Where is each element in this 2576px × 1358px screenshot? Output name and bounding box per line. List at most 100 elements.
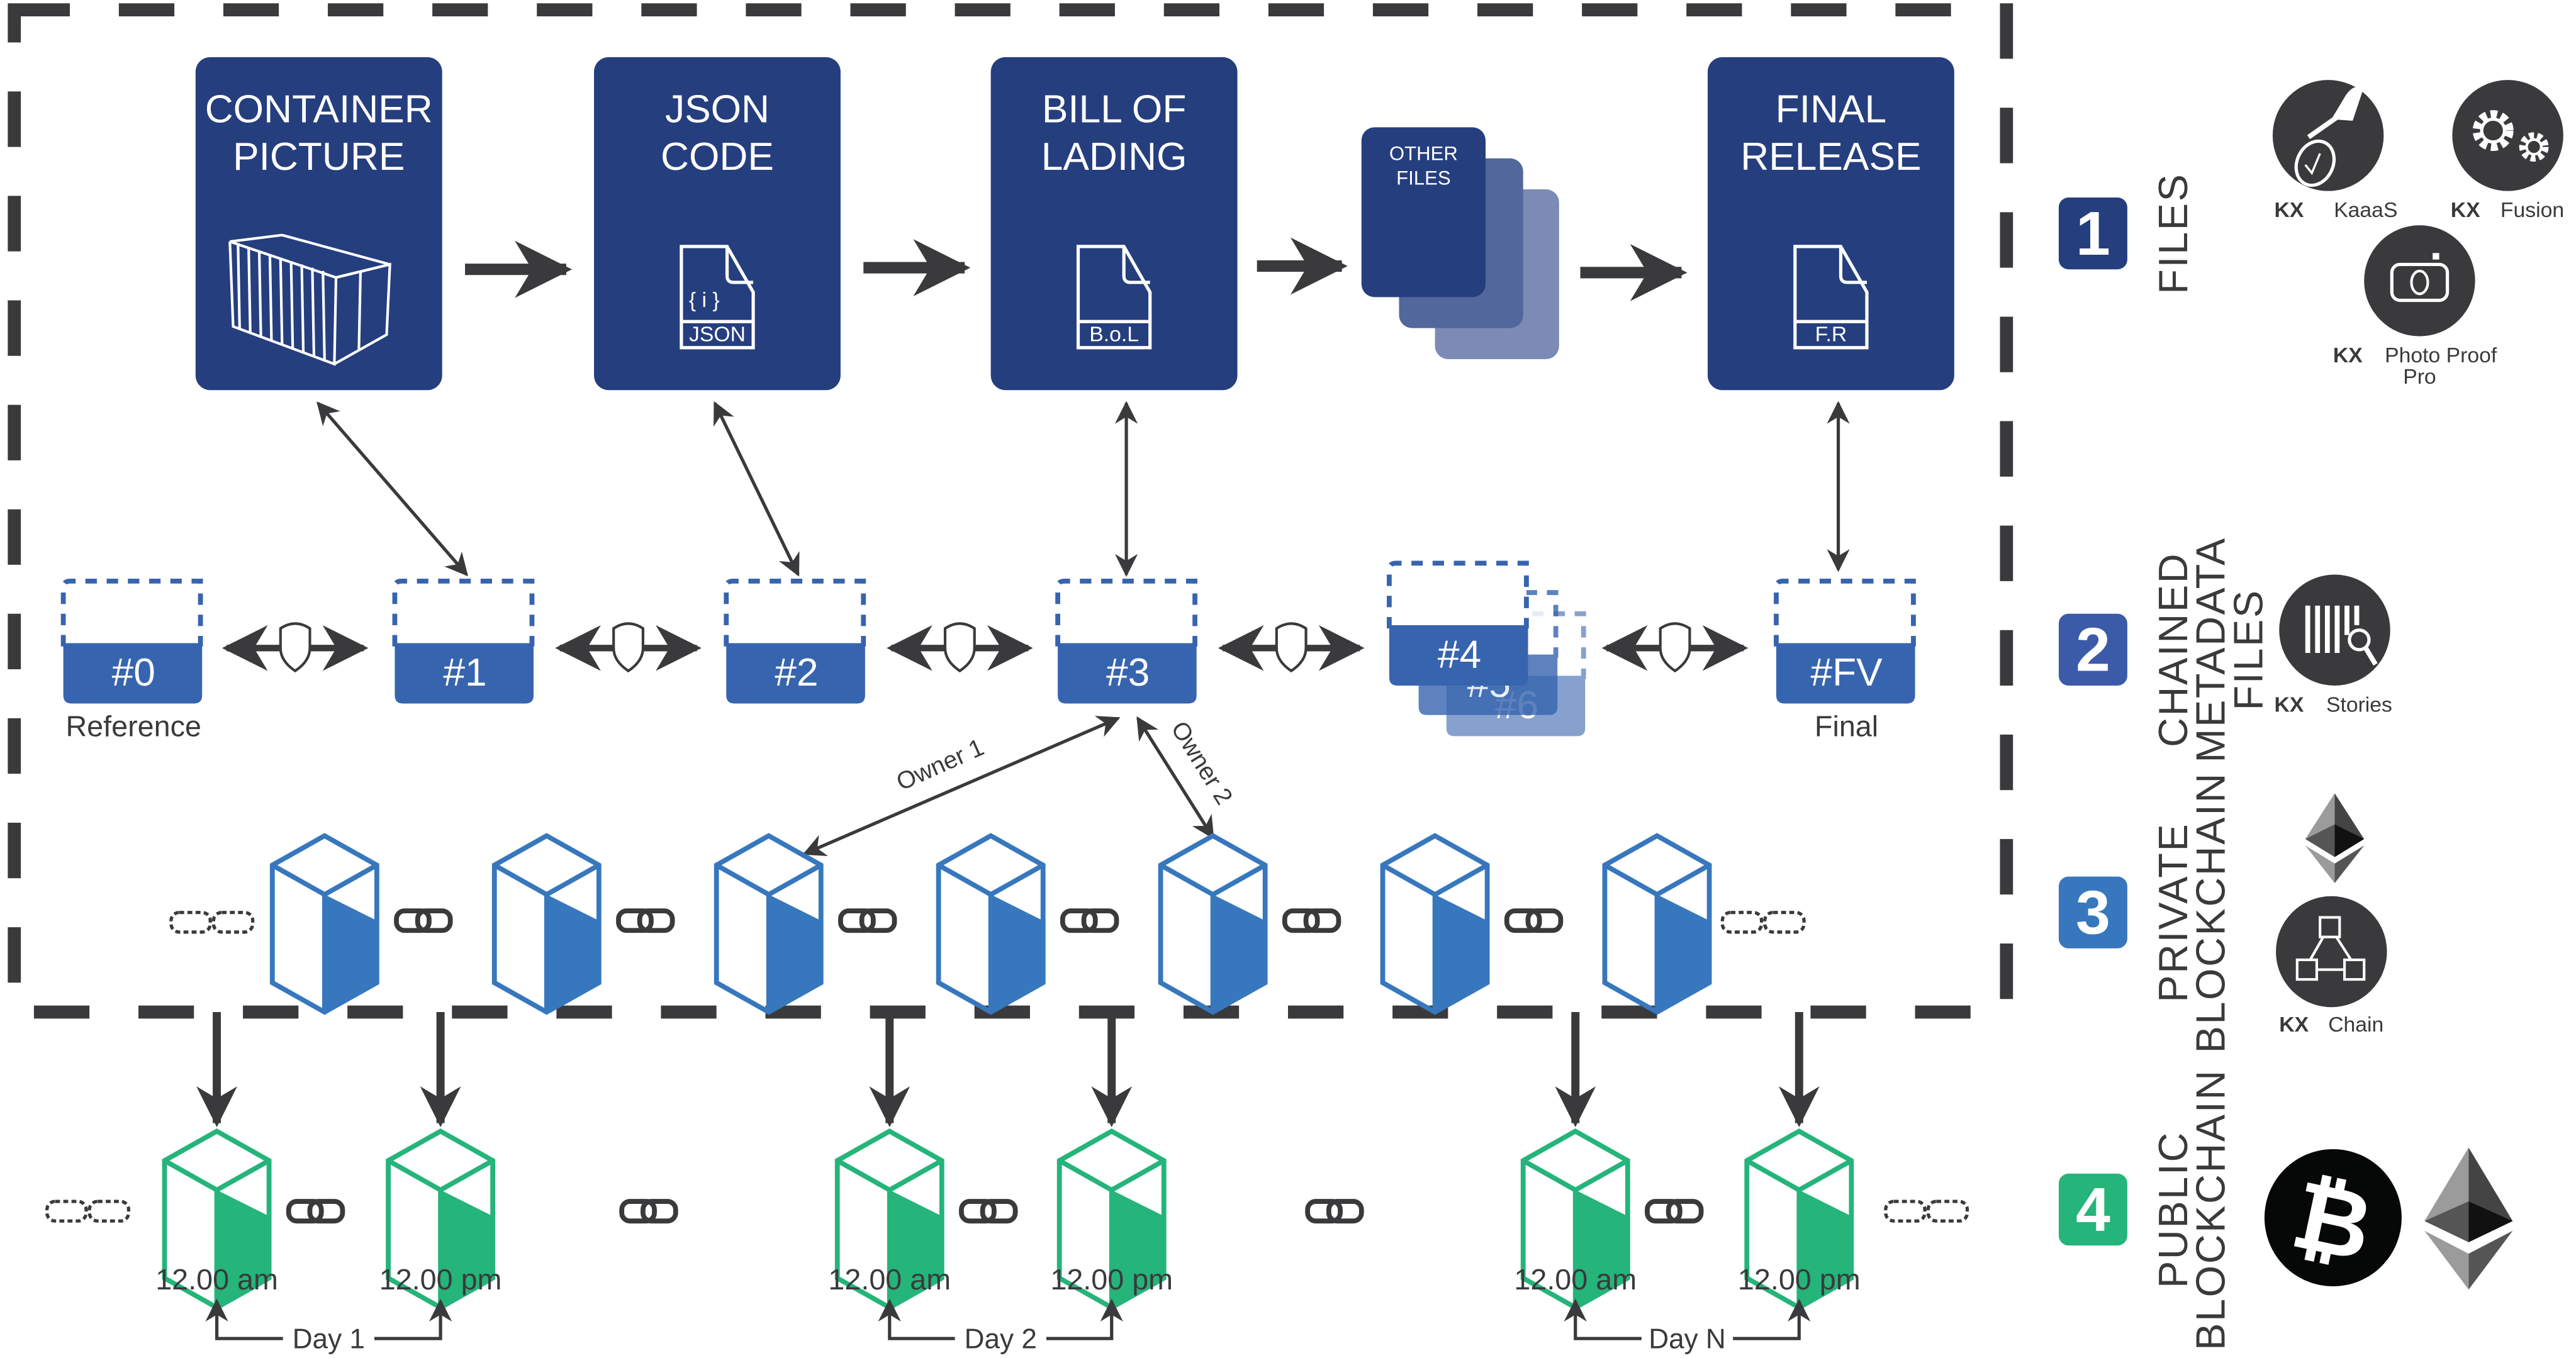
section-number-badge (2058, 1173, 2127, 1246)
network-cubes-icon (2276, 896, 2387, 1008)
shield-icon (281, 623, 310, 671)
ethereum-private-icon (2305, 793, 2365, 883)
kx-logo: KX (2451, 198, 2480, 222)
document-file-icon (1076, 245, 1152, 350)
metadata-block-header (392, 578, 535, 647)
file-card-title-line2: CODE (661, 135, 774, 179)
metadata-block[interactable]: #2 (724, 578, 866, 704)
chain-continuation-icon (47, 1201, 129, 1221)
section-title-line: PUBLIC (2150, 1131, 2196, 1288)
metadata-block-header (60, 578, 203, 647)
section-title-line: CHAINED (2150, 552, 2196, 747)
kx-logo: KX (2333, 343, 2363, 367)
json-braces-glyph: { i } (689, 288, 720, 312)
file-card-bg (990, 57, 1238, 391)
block-cube-icon (1158, 833, 1268, 1015)
file-type-tag: B.o.L (1089, 322, 1139, 346)
chain-link-icon (1285, 911, 1339, 930)
chain-link-icon (841, 911, 895, 930)
document-file-icon (1793, 245, 1869, 350)
file-card-title-line2: RELEASE (1740, 135, 1921, 179)
owner-links: Owner 1 Owner 2 (802, 716, 1238, 856)
metadata-block-body (726, 643, 865, 704)
file-card-bg (1707, 57, 1954, 391)
day-bracket-right (374, 1298, 452, 1340)
kx-logo: KX (2274, 198, 2304, 222)
section-number-badge (2058, 613, 2127, 686)
file-type-tag: JSON (689, 322, 746, 346)
block-cube-icon (386, 1128, 496, 1311)
block-cube-icon (491, 833, 602, 1015)
owner2-label: Owner 2 (1165, 716, 1237, 809)
chain-link-icon (1507, 911, 1561, 930)
metadata-block[interactable]: #1 (392, 578, 535, 704)
chain-link-icon (289, 1201, 343, 1221)
shield-icon (1660, 623, 1690, 671)
file-flow-arrows (465, 237, 1688, 301)
shield-icon (613, 623, 643, 671)
chain-link-icon (619, 911, 673, 930)
block-cube-icon (1602, 833, 1712, 1015)
day-bracket-left (205, 1298, 283, 1340)
metadata-block-header (1774, 578, 1916, 647)
metadata-block[interactable]: #4 (1387, 560, 1529, 686)
metadata-block-body (63, 643, 203, 704)
file-card-title-line1: CONTAINER (205, 88, 433, 131)
section-number-badge (2058, 876, 2127, 949)
secure-link (221, 623, 369, 671)
other-files-title-line1: OTHER (1389, 142, 1458, 164)
secure-link (1601, 623, 1749, 671)
shipping-container-icon (228, 233, 391, 366)
chain-link-icon (961, 1201, 1016, 1221)
kx-logo: KX (2279, 1013, 2309, 1037)
block-cube-icon (1520, 1128, 1630, 1311)
file-card-title-line1: BILL OF (1042, 88, 1187, 131)
chain-link-icon (1308, 1201, 1362, 1221)
metadata-label: #3 (1106, 651, 1150, 694)
photo-proof-label-line1: Photo Proof (2385, 343, 2497, 367)
owner1-label: Owner 1 (892, 734, 988, 796)
day-label: Day 1 (293, 1324, 365, 1355)
file-card-title-line2: LADING (1041, 135, 1187, 179)
kx-logo: KX (2274, 693, 2304, 716)
ethereum-public-icon (2424, 1147, 2513, 1290)
section-title-line: FILES (2150, 173, 2196, 294)
secure-link (1218, 623, 1365, 671)
file-metadata-links (316, 401, 1850, 577)
metadata-block[interactable]: #3 (1055, 578, 1197, 704)
chain-continuation-icon (171, 913, 253, 932)
shield-icon (945, 623, 975, 671)
tool-kaaas: KX KaaaS (2272, 80, 2397, 222)
time-pm-label: 12.00 pm (1738, 1263, 1861, 1296)
block-cube-icon (714, 833, 824, 1015)
chain-link-icon (1647, 1201, 1701, 1221)
section-number: 3 (2076, 877, 2110, 947)
chain-label: Chain (2328, 1013, 2383, 1037)
metadata-block-body (1776, 643, 1915, 704)
metadata-label: #FV (1810, 651, 1883, 694)
file-card-title-line2: PICTURE (233, 135, 405, 179)
metadata-block-body (1389, 625, 1528, 686)
metadata-label: #4 (1438, 633, 1481, 676)
chain-link-icon (396, 911, 451, 930)
metadata-block-header (1055, 578, 1197, 647)
metadata-label: #0 (112, 651, 155, 694)
section-title-line: METADATA (2188, 537, 2234, 762)
owner2-arrow (1136, 716, 1214, 840)
block-cube-icon (936, 833, 1046, 1015)
file-card-bg (594, 57, 841, 391)
other-files-stack[interactable]: OTHER FILES (1361, 127, 1559, 359)
